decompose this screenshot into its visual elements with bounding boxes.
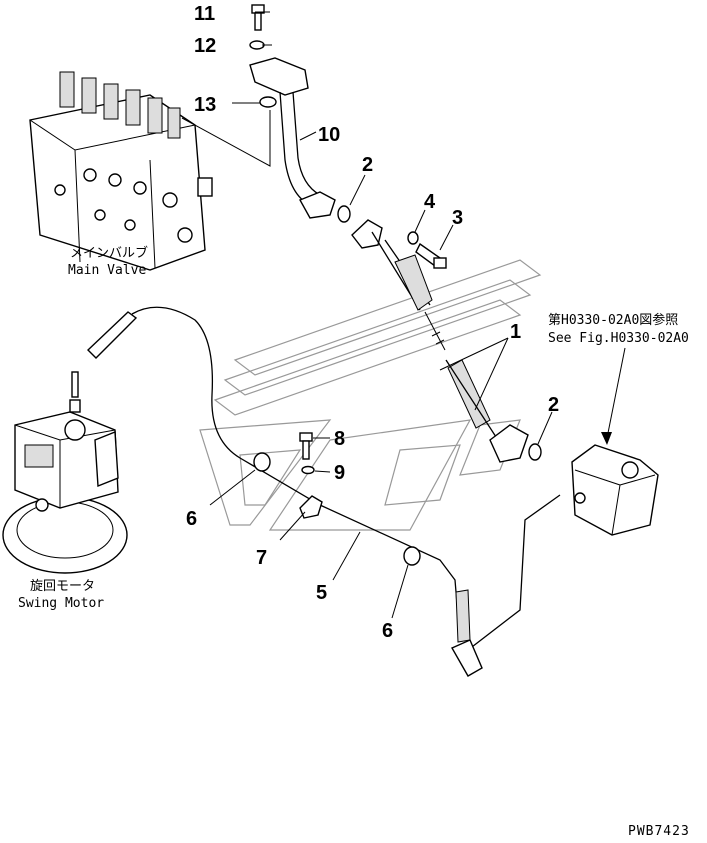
o-ring-part-2-lower <box>528 443 542 461</box>
swing-motor <box>2 371 128 574</box>
bracket-part-7 <box>299 495 323 519</box>
callout-4: 4 <box>424 191 436 213</box>
leader-lines <box>209 11 553 619</box>
bolt-part-3 <box>415 242 447 269</box>
callout-9: 9 <box>334 462 345 484</box>
main-valve-label-en: Main Valve <box>68 263 146 278</box>
callout-12: 12 <box>194 35 216 57</box>
swing-motor-label-jp: 旋回モータ <box>30 579 95 594</box>
washer-part-9 <box>301 465 315 475</box>
callout-6-left: 6 <box>186 508 197 530</box>
callout-13: 13 <box>194 94 216 116</box>
o-ring-part-13 <box>259 96 277 108</box>
main-valve <box>29 71 213 271</box>
pipe-part-10 <box>249 57 336 219</box>
callout-7: 7 <box>256 547 267 569</box>
main-valve-label-jp: メインバルブ <box>70 245 148 261</box>
callout-2-lower: 2 <box>548 394 559 416</box>
hose-part-1 <box>351 219 529 463</box>
ref-label-jp: 第H0330-02A0図参照 <box>548 312 678 328</box>
clamp-part-6-right <box>403 546 421 566</box>
o-ring-part-2-upper <box>337 205 351 223</box>
bolt-part-8 <box>299 432 313 460</box>
callout-10: 10 <box>318 124 340 146</box>
washer-part-12 <box>249 40 265 50</box>
ref-label-en: See Fig.H0330-02A0 <box>548 331 689 346</box>
watermark-logo <box>199 259 542 531</box>
swing-motor-label-en: Swing Motor <box>18 596 104 611</box>
callout-2-upper: 2 <box>362 154 373 176</box>
clamp-part-6-left <box>253 452 271 472</box>
callout-5: 5 <box>316 582 327 604</box>
bolt-part-11 <box>251 4 265 31</box>
callout-11: 11 <box>194 3 215 25</box>
drawing-code: PWB7423 <box>628 824 690 839</box>
callout-1: 1 <box>510 321 521 343</box>
callout-6-right: 6 <box>382 620 393 642</box>
callout-8: 8 <box>334 428 345 450</box>
callout-3: 3 <box>452 207 463 229</box>
hose-part-5 <box>86 306 561 677</box>
washer-part-4 <box>407 231 419 245</box>
valve-block-ref <box>571 444 659 536</box>
